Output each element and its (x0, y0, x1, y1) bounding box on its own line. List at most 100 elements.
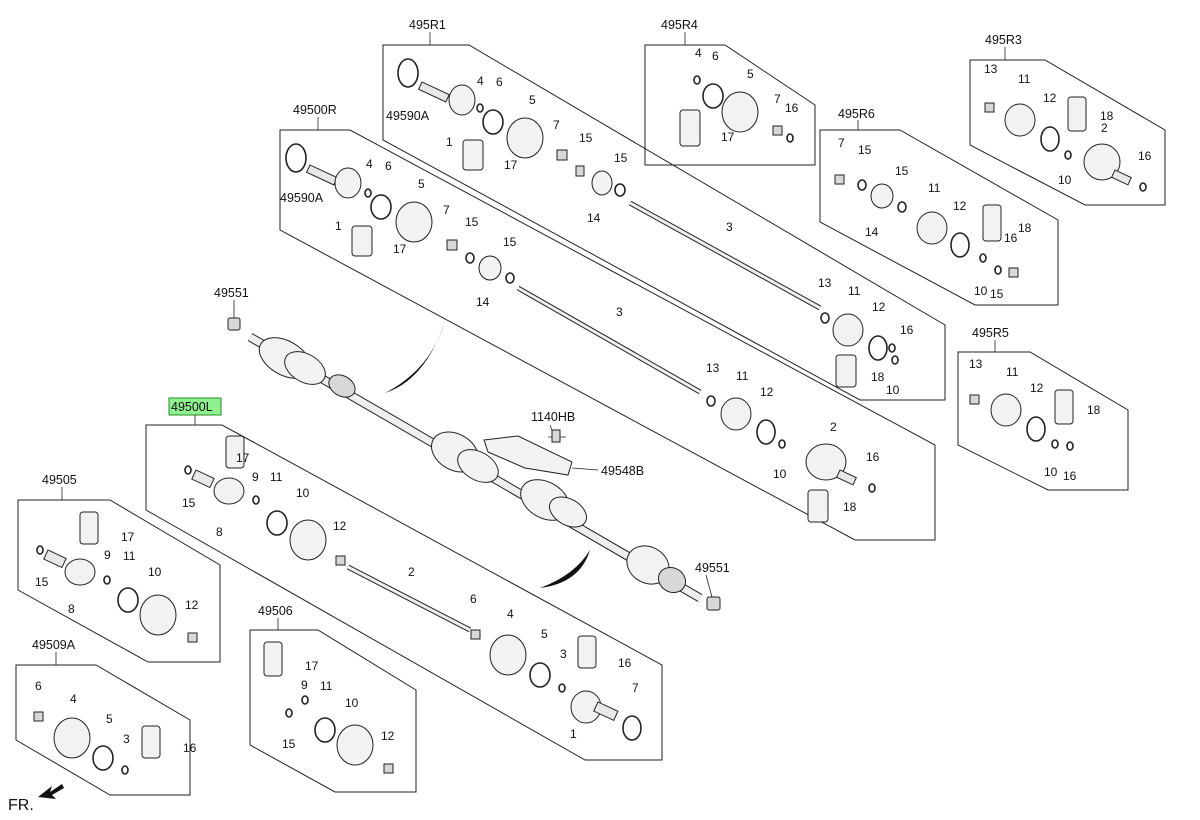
svg-text:11: 11 (270, 470, 283, 484)
svg-text:12: 12 (381, 729, 395, 743)
panel-495r1 (382, 44, 946, 401)
panel-49509a (15, 664, 191, 796)
svg-text:16: 16 (1004, 231, 1018, 245)
svg-text:15: 15 (858, 143, 872, 157)
code-495r1[interactable]: 495R1 (409, 18, 446, 32)
svg-text:11: 11 (1018, 72, 1031, 86)
panel-49500r (279, 129, 936, 541)
hex-nut-icon (227, 317, 241, 331)
svg-text:2: 2 (830, 420, 837, 434)
svg-text:4: 4 (366, 157, 373, 171)
svg-text:15: 15 (614, 151, 628, 165)
svg-text:18: 18 (871, 370, 885, 384)
svg-text:6: 6 (496, 75, 503, 89)
code-495r3[interactable]: 495R3 (985, 33, 1022, 47)
code-1140hb[interactable]: 1140HB (531, 410, 575, 424)
svg-text:16: 16 (618, 656, 632, 670)
svg-text:7: 7 (443, 203, 450, 217)
svg-text:6: 6 (385, 159, 392, 173)
code-49506[interactable]: 49506 (258, 604, 293, 618)
code-495r4[interactable]: 495R4 (661, 18, 698, 32)
code-49505[interactable]: 49505 (42, 473, 77, 487)
svg-text:10: 10 (345, 696, 359, 710)
svg-text:11: 11 (928, 181, 941, 195)
panel-495r5 (957, 351, 1129, 491)
svg-text:11: 11 (848, 284, 861, 298)
svg-text:17: 17 (393, 242, 407, 256)
svg-text:3: 3 (560, 647, 567, 661)
svg-text:5: 5 (747, 67, 754, 81)
svg-text:17: 17 (121, 530, 135, 544)
svg-text:17: 17 (305, 659, 319, 673)
svg-text:11: 11 (1006, 365, 1019, 379)
svg-text:4: 4 (507, 607, 514, 621)
svg-text:12: 12 (1030, 381, 1044, 395)
svg-text:18: 18 (1018, 221, 1032, 235)
svg-text:10: 10 (773, 467, 787, 481)
svg-text:15: 15 (579, 131, 593, 145)
svg-text:15: 15 (182, 496, 196, 510)
assembled-drive-shaft (227, 300, 721, 611)
panel-495r3-parts: 13 11 12 18 2 16 10 (984, 62, 1152, 192)
svg-text:15: 15 (282, 737, 296, 751)
svg-text:11: 11 (123, 549, 136, 563)
svg-text:12: 12 (333, 519, 347, 533)
svg-text:18: 18 (1087, 403, 1101, 417)
svg-text:13: 13 (984, 62, 998, 76)
svg-text:12: 12 (1043, 91, 1057, 105)
svg-text:16: 16 (1063, 469, 1077, 483)
code-49509a[interactable]: 49509A (32, 638, 76, 652)
svg-text:5: 5 (418, 177, 425, 191)
code-49500r[interactable]: 49500R (293, 103, 337, 117)
hex-nut-icon (706, 596, 721, 611)
svg-text:9: 9 (252, 470, 259, 484)
svg-text:7: 7 (553, 118, 560, 132)
panel-495r5-parts: 13 11 12 18 10 16 (969, 357, 1101, 483)
svg-text:11: 11 (736, 369, 749, 383)
svg-text:1: 1 (335, 219, 342, 233)
svg-text:7: 7 (632, 681, 639, 695)
code-49548b[interactable]: 49548B (601, 464, 644, 478)
svg-text:4: 4 (695, 46, 702, 60)
svg-text:12: 12 (760, 385, 774, 399)
svg-text:12: 12 (185, 598, 199, 612)
code-495r6[interactable]: 495R6 (838, 107, 875, 121)
svg-text:8: 8 (216, 525, 223, 539)
code-495r5[interactable]: 495R5 (972, 326, 1009, 340)
code-49500l[interactable]: 49500L (171, 400, 213, 414)
svg-text:16: 16 (900, 323, 914, 337)
svg-text:3: 3 (726, 220, 733, 234)
svg-text:10: 10 (296, 486, 310, 500)
svg-text:10: 10 (886, 383, 900, 397)
svg-text:14: 14 (587, 211, 601, 225)
code-49590a-r[interactable]: 49590A (280, 191, 324, 205)
svg-text:6: 6 (712, 49, 719, 63)
svg-text:15: 15 (895, 164, 909, 178)
code-49551-top[interactable]: 49551 (214, 286, 249, 300)
panel-495r3 (969, 59, 1166, 206)
svg-text:17: 17 (236, 451, 250, 465)
svg-text:10: 10 (148, 565, 162, 579)
front-label: FR. (8, 797, 34, 814)
svg-text:16: 16 (1138, 149, 1152, 163)
panel-49505-parts: 17 9 11 10 15 8 12 (35, 511, 199, 643)
svg-text:13: 13 (818, 276, 832, 290)
highlight-box (168, 397, 222, 416)
svg-text:8: 8 (68, 602, 75, 616)
code-49551-bottom[interactable]: 49551 (695, 561, 730, 575)
panel-49505 (17, 499, 221, 663)
svg-text:2: 2 (408, 565, 415, 579)
svg-text:16: 16 (785, 101, 799, 115)
svg-text:13: 13 (706, 361, 720, 375)
svg-text:7: 7 (838, 136, 845, 150)
panel-495r6-parts: 7 15 15 11 12 18 16 14 10 15 (834, 136, 1032, 301)
panel-495r4-parts: 4 6 5 7 16 17 (679, 46, 799, 147)
code-49590a-r1[interactable]: 49590A (386, 109, 430, 123)
svg-text:14: 14 (865, 225, 879, 239)
svg-text:12: 12 (872, 300, 886, 314)
svg-text:10: 10 (1058, 173, 1072, 187)
svg-text:10: 10 (1044, 465, 1058, 479)
svg-text:9: 9 (104, 548, 111, 562)
svg-text:3: 3 (123, 732, 130, 746)
